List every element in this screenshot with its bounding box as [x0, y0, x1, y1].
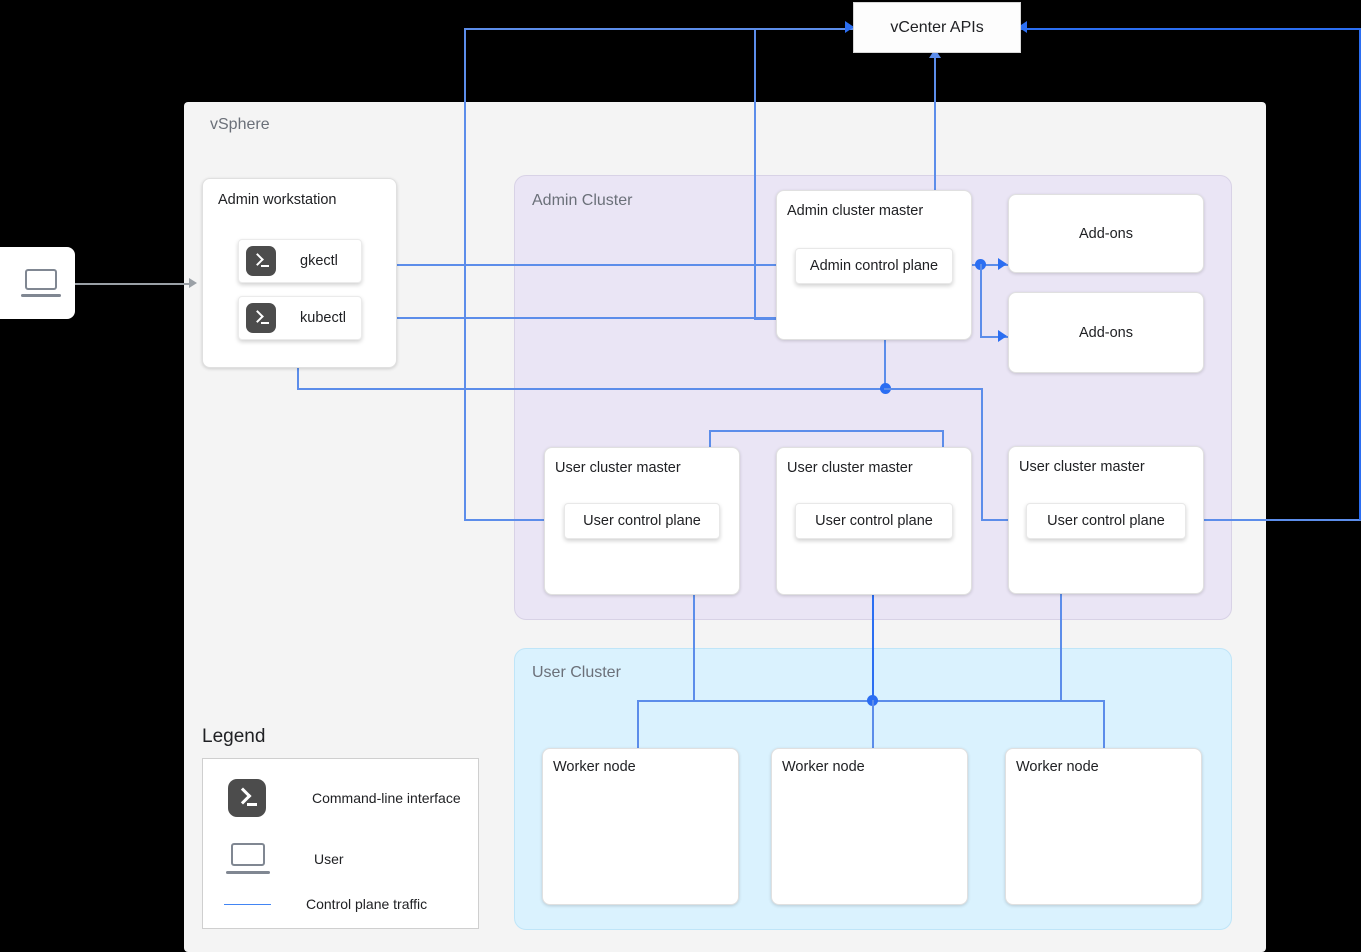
user-control-plane-pill-3[interactable]: User control plane: [1026, 503, 1186, 539]
worker-node-title-2: Worker node: [782, 759, 865, 775]
edge-rail-branch-right: [884, 430, 943, 432]
arrow-into-addons-2: [998, 330, 1007, 342]
edge-kubectl-right: [359, 317, 875, 319]
user-control-plane-pill-2[interactable]: User control plane: [795, 503, 953, 539]
cli-gkectl-label: gkectl: [300, 253, 338, 269]
vsphere-label: vSphere: [210, 116, 270, 133]
legend-item-user: User: [226, 843, 344, 874]
laptop-icon: [21, 269, 61, 297]
terminal-icon: [246, 246, 276, 276]
terminal-icon: [228, 779, 266, 817]
arrow-into-vcenter-left: [845, 21, 854, 33]
edge-worker-3-down: [1103, 700, 1105, 750]
admin-workstation-title: Admin workstation: [218, 192, 337, 208]
edge-top-rail-to-vcenter: [464, 28, 854, 30]
edge-user-cp3-down: [1060, 538, 1062, 701]
edge-rail-far-right: [884, 388, 982, 390]
legend-item-cli-label: Command-line interface: [312, 790, 461, 806]
edge-user-cp1-down: [693, 538, 695, 701]
edge-admin-cp-to-vcenter: [934, 58, 936, 265]
edge-worker-2-down: [872, 700, 874, 750]
legend-item-cli: Command-line interface: [228, 779, 461, 817]
user-actor-box[interactable]: [0, 247, 75, 319]
cli-gkectl[interactable]: gkectl: [238, 239, 362, 283]
arrow-user-to-admin-workstation: [189, 278, 197, 288]
legend-item-user-label: User: [314, 850, 344, 867]
worker-node-card-3[interactable]: [1005, 748, 1202, 905]
edge-right-rail-to-vcenter: [1018, 28, 1360, 30]
edge-user-cp2-down: [872, 538, 874, 701]
user-cluster-master-title-3: User cluster master: [1019, 459, 1145, 475]
user-cluster-master-title-2: User cluster master: [787, 460, 913, 476]
vcenter-apis-box[interactable]: vCenter APIs: [853, 2, 1021, 53]
edge-far-right-into-cp3: [981, 519, 1026, 521]
terminal-icon: [246, 303, 276, 333]
worker-node-title-3: Worker node: [1016, 759, 1099, 775]
line-swatch-icon: [224, 903, 271, 905]
arrow-into-addons-1: [998, 258, 1007, 270]
user-control-plane-pill-1[interactable]: User control plane: [564, 503, 720, 539]
edge-right-edge-vertical: [1359, 28, 1361, 520]
arrow-up-into-vcenter-bottom: [929, 49, 941, 58]
edge-vertical-755: [754, 28, 756, 319]
legend-item-traffic: Control plane traffic: [224, 896, 427, 912]
edge-far-right-down: [981, 388, 983, 520]
addons-card-2[interactable]: Add-ons: [1008, 292, 1204, 373]
edge-user-cp3-right: [1184, 519, 1361, 521]
user-cluster-label: User Cluster: [532, 664, 621, 681]
worker-node-card-2[interactable]: [771, 748, 968, 905]
edge-user-to-admin-workstation: [75, 283, 190, 285]
addons-card-1[interactable]: Add-ons: [1008, 194, 1204, 273]
admin-control-plane-pill[interactable]: Admin control plane: [795, 248, 953, 284]
edge-addons-down: [980, 264, 982, 337]
cli-kubectl[interactable]: kubectl: [238, 296, 362, 340]
legend-title: Legend: [202, 726, 266, 747]
edge-addons-2-horizontal: [980, 336, 1008, 338]
admin-cluster-label: Admin Cluster: [532, 192, 633, 209]
edge-to-user-cp-1: [464, 519, 564, 521]
edge-user-cp1-vertical: [464, 28, 466, 520]
edge-worker-1-down: [637, 700, 639, 750]
edge-kubectl-bottom-rail: [297, 388, 885, 390]
laptop-icon: [226, 843, 270, 874]
edge-gkectl-to-admin-cp: [359, 264, 787, 266]
legend-item-traffic-label: Control plane traffic: [306, 896, 428, 912]
cli-kubectl-label: kubectl: [300, 310, 346, 326]
worker-node-card-1[interactable]: [542, 748, 739, 905]
arrow-into-vcenter-right: [1018, 21, 1027, 33]
user-cluster-master-title-1: User cluster master: [555, 460, 681, 476]
worker-node-title-1: Worker node: [553, 759, 636, 775]
edge-rail-branch-left: [710, 430, 885, 432]
admin-cluster-master-title: Admin cluster master: [787, 203, 924, 219]
